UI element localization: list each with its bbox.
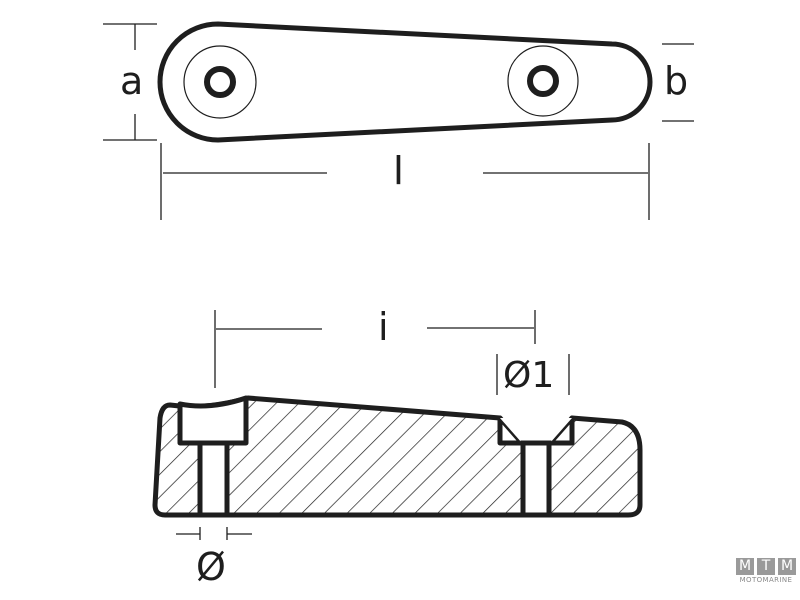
label-diameter: Ø xyxy=(196,545,226,589)
watermark-letter: T xyxy=(757,558,775,575)
section-view xyxy=(152,310,643,540)
watermark-logo: M T M MOTOMARINE xyxy=(734,558,798,584)
dimension-a xyxy=(103,23,157,141)
label-l: l xyxy=(394,149,403,193)
top-view xyxy=(103,21,694,220)
watermark-text: MOTOMARINE xyxy=(739,576,793,584)
label-a: a xyxy=(120,59,144,103)
watermark-letter: M xyxy=(778,558,796,575)
dimension-l xyxy=(160,143,650,220)
dimension-d1 xyxy=(496,354,570,395)
right-hole xyxy=(527,65,559,97)
left-counterbore xyxy=(177,395,249,446)
label-b: b xyxy=(664,59,689,103)
dimension-i xyxy=(214,310,536,388)
watermark-letter: M xyxy=(736,558,754,575)
left-bolt-hole xyxy=(197,440,230,518)
right-bolt-hole xyxy=(520,440,552,518)
left-hole xyxy=(204,66,236,98)
anode-outline-top xyxy=(157,21,653,143)
dimension-b xyxy=(662,43,694,122)
label-i: i xyxy=(378,305,389,349)
right-hole-countersink xyxy=(507,45,579,117)
dimension-d xyxy=(176,527,252,540)
left-hole-countersink xyxy=(183,45,257,119)
watermark-letters: M T M xyxy=(734,558,798,575)
label-diameter-1: Ø1 xyxy=(503,355,555,396)
